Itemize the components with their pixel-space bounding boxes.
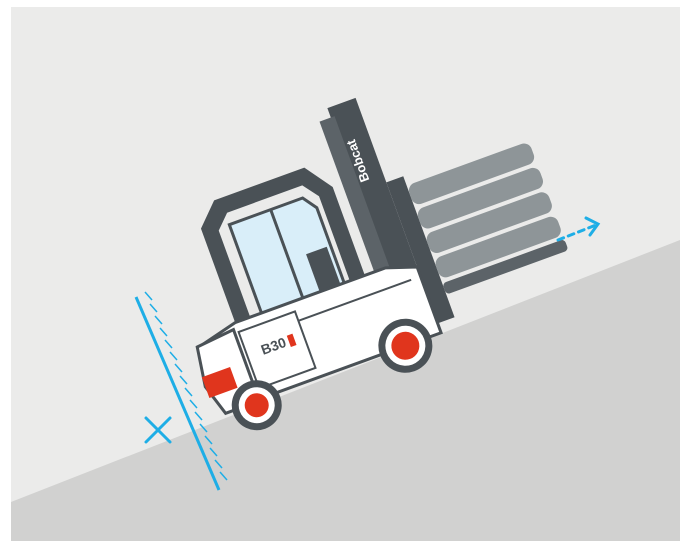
rear-wheel — [231, 380, 282, 431]
dashed-arrow-icon — [556, 216, 601, 242]
rear-hub — [244, 393, 269, 418]
slope-ground — [11, 240, 680, 541]
hood-panel — [237, 310, 317, 390]
wall-line — [134, 296, 221, 491]
wall-barrier — [134, 291, 228, 491]
front-wheel — [378, 318, 433, 373]
forklift: Bobcat B30 — [195, 97, 568, 431]
mast-inner — [319, 116, 400, 301]
load-bar-3 — [426, 192, 552, 253]
x-mark-icon — [144, 416, 172, 444]
counterweight-accent — [201, 367, 238, 398]
body-line — [298, 278, 412, 322]
model-label-accent — [286, 333, 297, 348]
overhead-guard — [200, 167, 379, 323]
load-bar-2 — [417, 167, 544, 229]
fork-load — [408, 143, 568, 294]
cab-divider — [269, 209, 308, 308]
fork-tine — [443, 240, 568, 294]
load-bar-1 — [408, 143, 535, 205]
wall-hatching — [144, 291, 228, 481]
fork-carriage — [386, 176, 455, 324]
front-hub — [391, 331, 420, 360]
load-bar-4 — [435, 216, 561, 278]
